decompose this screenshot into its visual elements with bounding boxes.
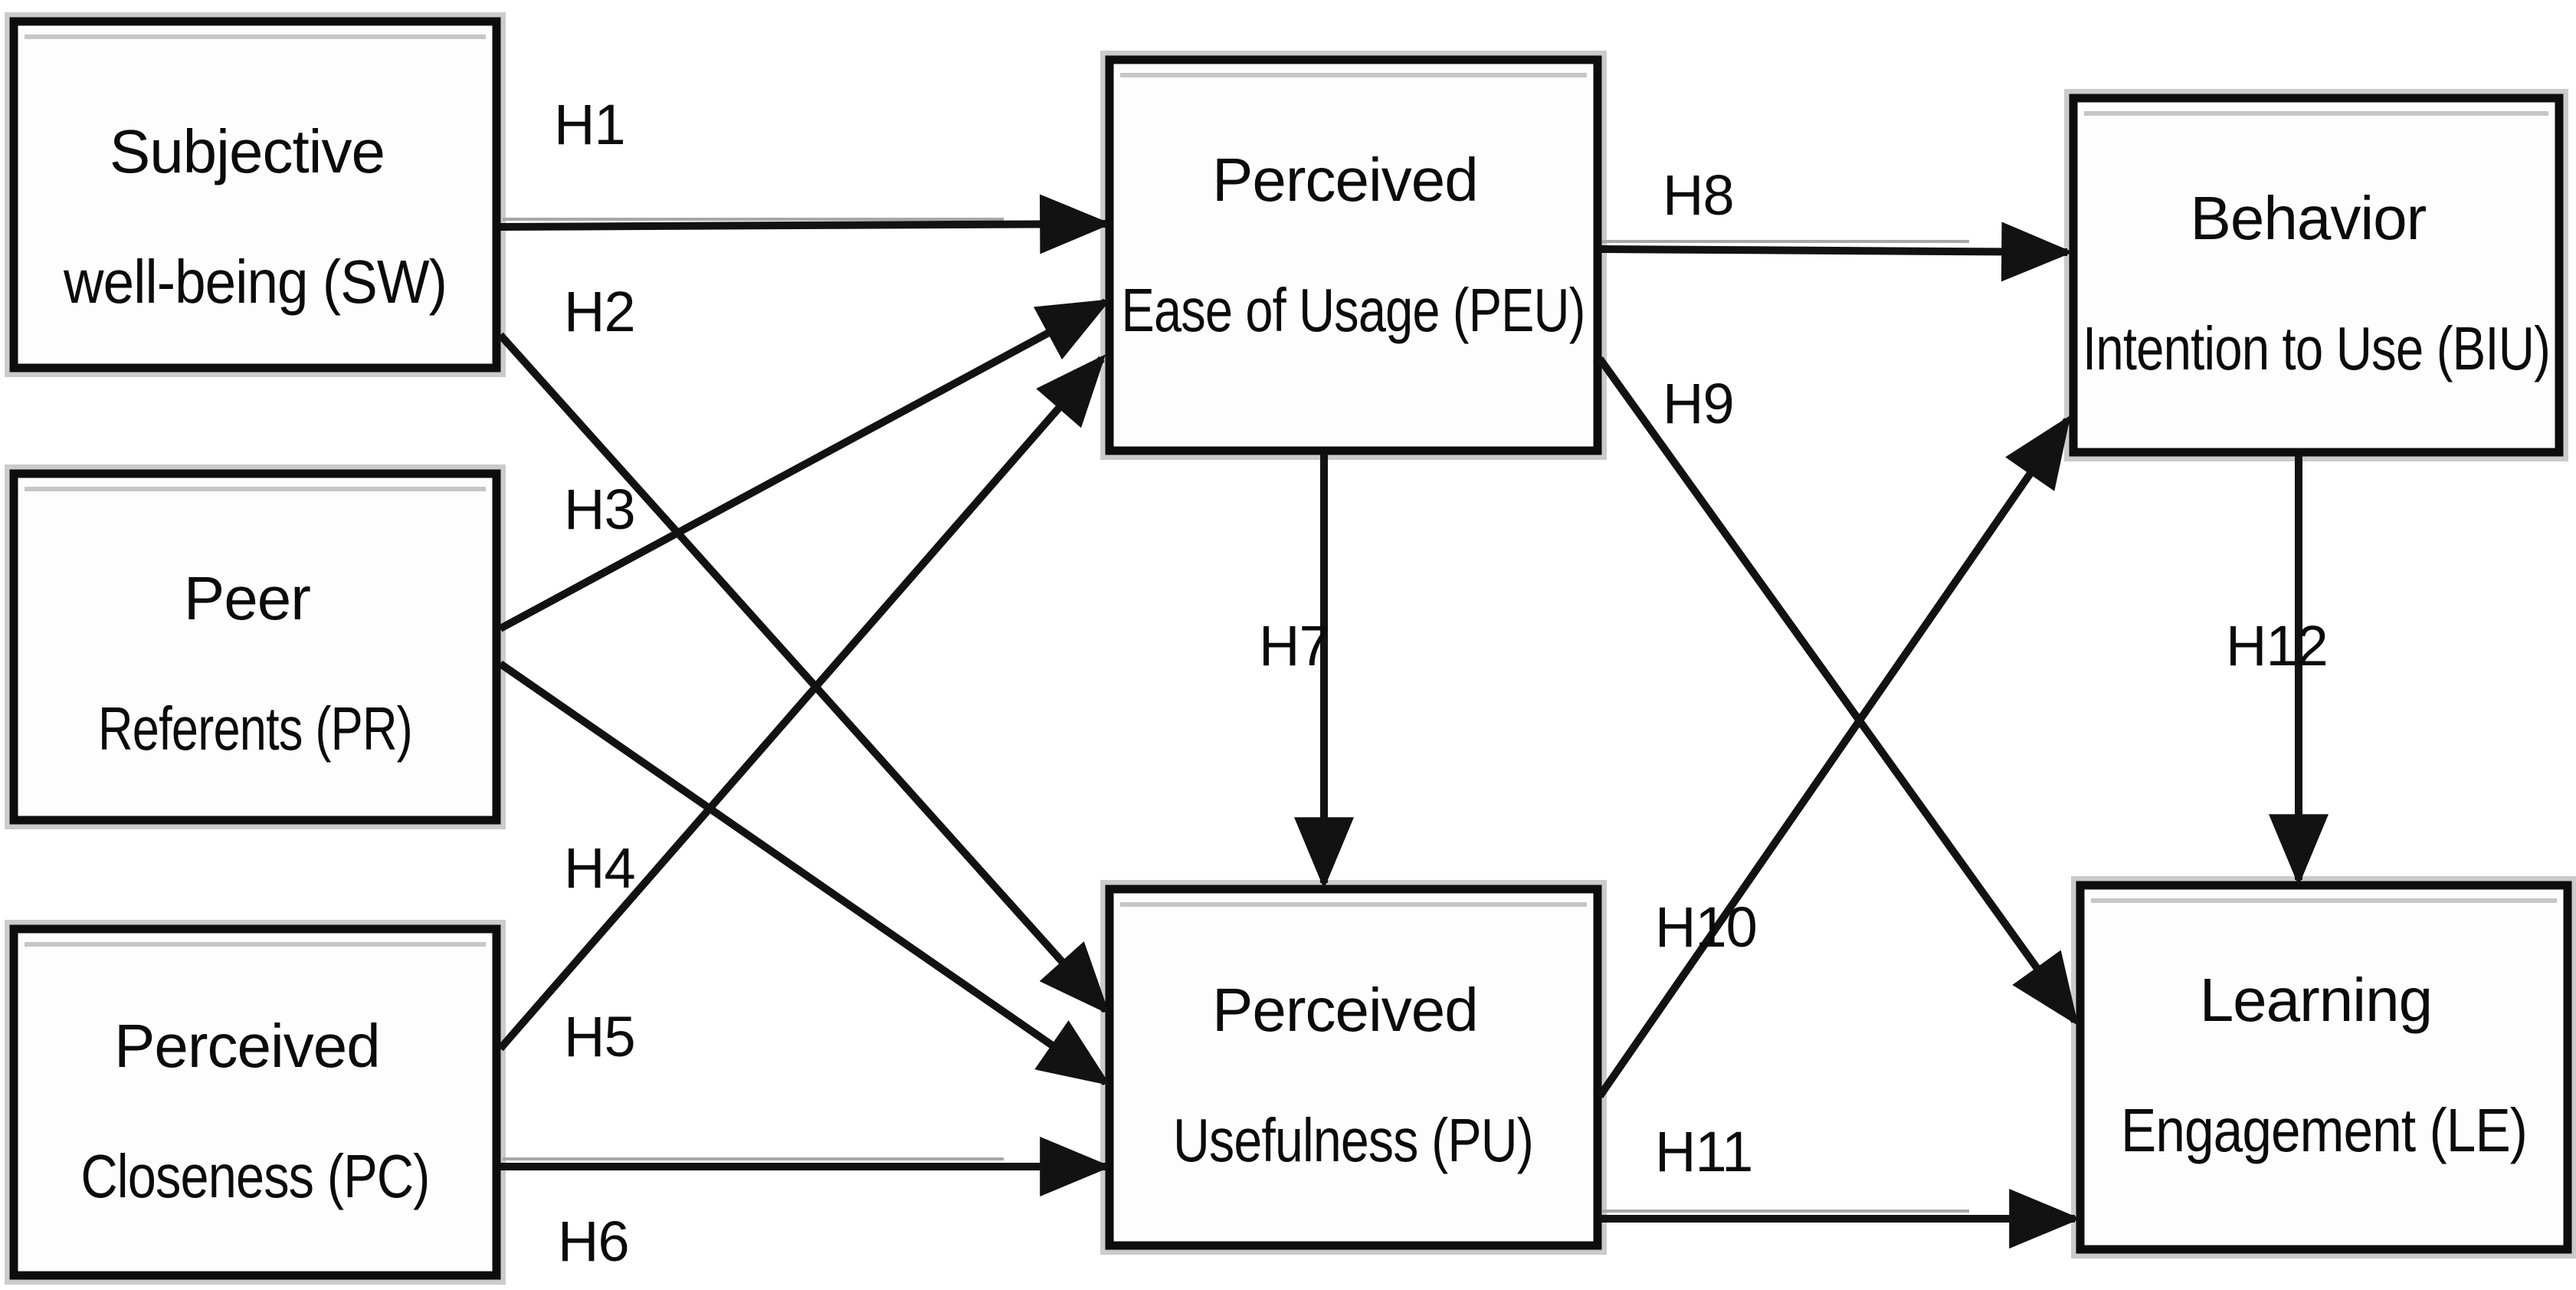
- hypothesis-label-h9: H9: [1663, 372, 1734, 435]
- hypothesis-label-h3: H3: [564, 478, 635, 541]
- box-perceived-usefulness: Perceived Usefulness (PU): [1100, 880, 1607, 1255]
- hypothesis-label-h10: H10: [1655, 895, 1757, 959]
- box-pc-label: Perceived Closeness (PC): [81, 1012, 430, 1210]
- arrow-h4-pr-to-pu: [498, 660, 1111, 1086]
- arrow-h5-pc-to-peu: [497, 354, 1106, 1052]
- box-peu-rect: [1105, 55, 1602, 455]
- box-le-rect: [2076, 881, 2572, 1254]
- box-pc-rect: [9, 924, 501, 1280]
- box-perceived-ease-of-usage: Perceived Ease of Usage (PEU): [1100, 51, 1607, 460]
- hypothesis-label-h11: H11: [1655, 1120, 1752, 1183]
- box-biu-label-line1: Behavior: [2191, 184, 2427, 252]
- box-le-label-line2: Engagement (LE): [2121, 1096, 2527, 1164]
- arrow-h3-pr-to-peu: [498, 298, 1111, 632]
- hypothesis-label-h5: H5: [564, 1005, 635, 1068]
- box-peu-label-line2: Ease of Usage (PEU): [1122, 276, 1585, 344]
- box-sw-label-line2: well-being (SW): [63, 248, 447, 316]
- box-le-label-line1: Learning: [2200, 966, 2432, 1034]
- box-sw-rect: [9, 17, 501, 373]
- hypothesis-label-h2: H2: [564, 280, 635, 343]
- box-pr-label: Peer Referents (PR): [98, 564, 412, 763]
- arrow-h9-peu-to-le: [1596, 356, 2079, 1026]
- box-pc-label-line1: Perceived: [114, 1012, 380, 1080]
- box-pu-rect: [1105, 885, 1602, 1250]
- box-peu-label: Perceived Ease of Usage (PEU): [1122, 146, 1585, 344]
- box-behavior-intention-to-use: Behavior Intention to Use (BIU): [2064, 89, 2568, 461]
- box-subjective-well-being: Subjective well-being (SW): [5, 12, 506, 377]
- box-pr-label-line1: Peer: [184, 564, 310, 632]
- box-perceived-closeness: Perceived Closeness (PC): [5, 920, 506, 1285]
- box-pu-label: Perceived Usefulness (PU): [1173, 976, 1533, 1174]
- box-learning-engagement: Learning Engagement (LE): [2071, 876, 2576, 1259]
- arrow-h8-peu-to-biu: [1599, 222, 2073, 282]
- box-peer-referents: Peer Referents (PR): [5, 464, 506, 829]
- hypothesis-label-h12: H12: [2226, 614, 2328, 678]
- hypothesis-label-h8: H8: [1663, 163, 1734, 227]
- box-pu-label-line2: Usefulness (PU): [1173, 1106, 1533, 1174]
- arrow-h1-sw-to-peu: [500, 194, 1112, 254]
- box-biu-rect: [2069, 94, 2564, 457]
- box-sw-label-line1: Subjective: [110, 117, 385, 185]
- box-peu-label-line1: Perceived: [1212, 146, 1478, 214]
- box-pc-label-line2: Closeness (PC): [81, 1142, 430, 1210]
- arrow-h10-pu-to-biu: [1596, 415, 2071, 1098]
- box-sw-label: Subjective well-being (SW): [63, 117, 447, 316]
- hypothesis-label-h6: H6: [558, 1210, 629, 1273]
- box-biu-label-line2: Intention to Use (BIU): [2083, 314, 2550, 382]
- hypothesis-label-h4: H4: [564, 836, 635, 900]
- box-le-label: Learning Engagement (LE): [2121, 966, 2527, 1164]
- hypothesis-label-h7: H7: [1259, 614, 1330, 678]
- box-pr-rect: [9, 469, 501, 825]
- box-pu-label-line1: Perceived: [1212, 976, 1478, 1044]
- box-pr-label-line2: Referents (PR): [98, 694, 412, 763]
- arrow-h2-sw-to-pu: [497, 332, 1110, 1015]
- box-biu-label: Behavior Intention to Use (BIU): [2083, 184, 2550, 382]
- hypothesis-label-h1: H1: [554, 93, 625, 156]
